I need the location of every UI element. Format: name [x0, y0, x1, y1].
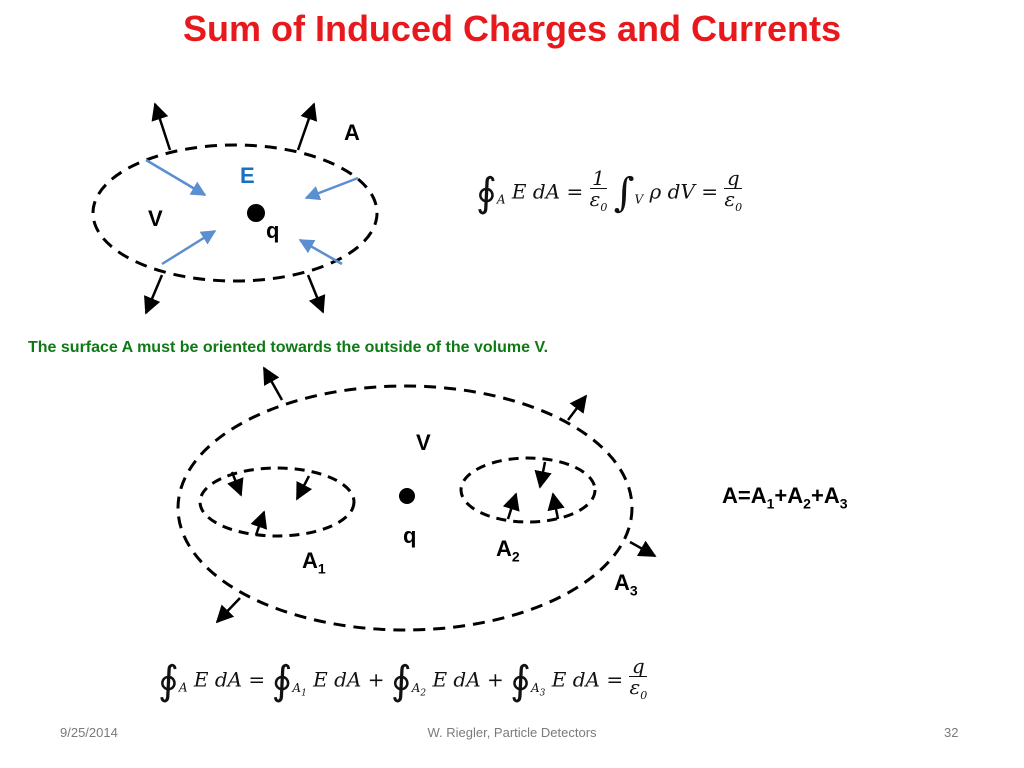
field-arrow: [304, 176, 359, 201]
field-arrow: [298, 238, 343, 266]
surface-sum-label: A=A1+A2+A3: [722, 483, 848, 512]
normal-arrow: [262, 366, 284, 401]
diagram-2: [176, 366, 657, 632]
normal-arrow: [296, 102, 318, 151]
label-q: q: [403, 523, 417, 548]
gauss-equation-2: ∮A E dA = ∮A1 E dA + ∮A2 E dA + ∮A3 E dA…: [158, 654, 648, 704]
footer-author: W. Riegler, Particle Detectors: [427, 725, 597, 740]
normal-arrow: [534, 461, 552, 489]
orientation-note: The surface A must be oriented towards t…: [28, 339, 549, 356]
normal-arrow: [547, 492, 565, 520]
surface-A2-ellipse: [459, 456, 597, 524]
footer-page-number: 32: [944, 725, 959, 740]
normal-arrow: [295, 475, 313, 501]
normal-arrow: [227, 471, 244, 497]
normal-arrow: [629, 540, 657, 558]
label-A3: A3: [614, 570, 638, 599]
diagram-1: [91, 102, 379, 315]
charge-q-dot: [247, 204, 265, 222]
normal-arrow: [502, 492, 520, 520]
label-A2: A2: [496, 536, 520, 565]
label-E: E: [240, 163, 255, 188]
field-arrow: [145, 158, 207, 197]
charge-q-dot: [399, 488, 415, 504]
footer-date: 9/25/2014: [60, 725, 118, 740]
surface-A1-ellipse: [198, 466, 356, 538]
label-A: A: [344, 120, 360, 145]
label-V: V: [148, 206, 163, 231]
slide-title: Sum of Induced Charges and Currents: [182, 8, 842, 49]
field-arrow: [161, 229, 217, 266]
normal-arrow: [250, 510, 268, 536]
surface-A3-ellipse: [176, 384, 634, 632]
surface-A-ellipse: [91, 143, 379, 283]
label-V: V: [416, 430, 431, 455]
normal-arrow: [306, 274, 326, 314]
label-A1: A1: [302, 548, 326, 577]
label-q: q: [266, 218, 280, 243]
normal-arrow: [151, 102, 172, 151]
normal-arrow: [144, 274, 164, 315]
normal-arrow: [215, 597, 241, 624]
normal-arrow: [567, 394, 588, 421]
